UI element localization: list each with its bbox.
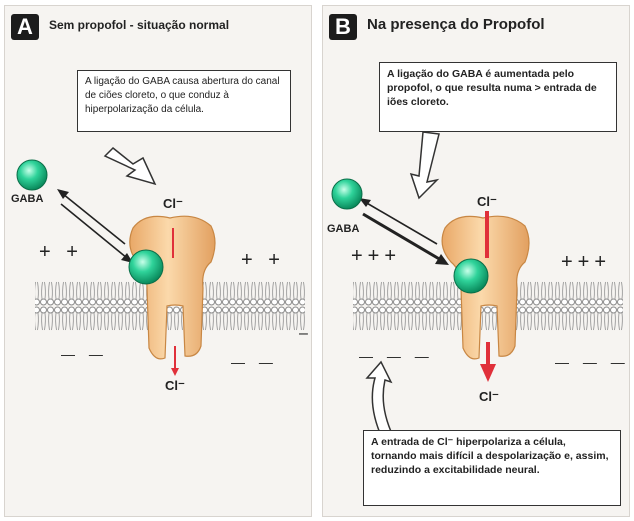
panel-header: A Sem propofol - situação normal: [5, 6, 311, 44]
negative-charges-right: — —: [231, 352, 278, 372]
positive-charges-left: + +: [39, 242, 83, 262]
callout-arrow: [105, 148, 155, 184]
panel-title: Na presença do Propofol: [367, 16, 545, 33]
panel-title: Sem propofol - situação normal: [49, 18, 229, 32]
panel-a: A Sem propofol - situação normal A ligaç…: [4, 5, 312, 517]
positive-charges-right: +++: [561, 252, 611, 272]
negative-charges-left: — —: [61, 344, 108, 364]
chloride-exit-arrowhead: [480, 364, 496, 382]
gaba-label: GABA: [11, 193, 43, 205]
negative-charges-right: — — —: [555, 352, 630, 372]
panel-letter: A: [11, 14, 39, 40]
positive-charges-left: +++: [351, 246, 401, 266]
positive-charges-right: + +: [241, 250, 285, 270]
negative-charges-left: — — —: [359, 346, 434, 366]
callout-arrow-bottom: [367, 362, 393, 440]
chloride-exit-arrowhead: [171, 368, 179, 376]
gaba-molecule-bound: [129, 250, 163, 284]
chloride-label-bottom: Cl⁻: [165, 378, 185, 394]
callout-arrow-top: [411, 132, 439, 198]
panel-letter: B: [329, 14, 357, 40]
gaba-binding-arrow-out: [63, 194, 125, 244]
chloride-label-top: Cl⁻: [477, 194, 497, 210]
chloride-label-bottom: Cl⁻: [479, 389, 499, 405]
note-gaba-binding: A ligação do GABA causa abertura do cana…: [77, 70, 291, 132]
gaba-label: GABA: [327, 223, 359, 235]
chloride-label-top: Cl⁻: [163, 196, 183, 212]
panel-b: B Na presença do Propofol A ligação do G…: [322, 5, 630, 517]
gaba-molecule-bound: [454, 259, 488, 293]
note-hyperpolarization: A entrada de Cl⁻ hiperpolariza a célula,…: [363, 430, 621, 506]
gaba-molecule-free: [332, 179, 362, 209]
gaba-molecule-free: [17, 160, 47, 190]
note-propofol-effect: A ligação do GABA é aumentada pelo propo…: [379, 62, 617, 132]
panel-header: B Na presença do Propofol: [323, 6, 629, 44]
negative-charge-edge: –: [299, 324, 312, 344]
